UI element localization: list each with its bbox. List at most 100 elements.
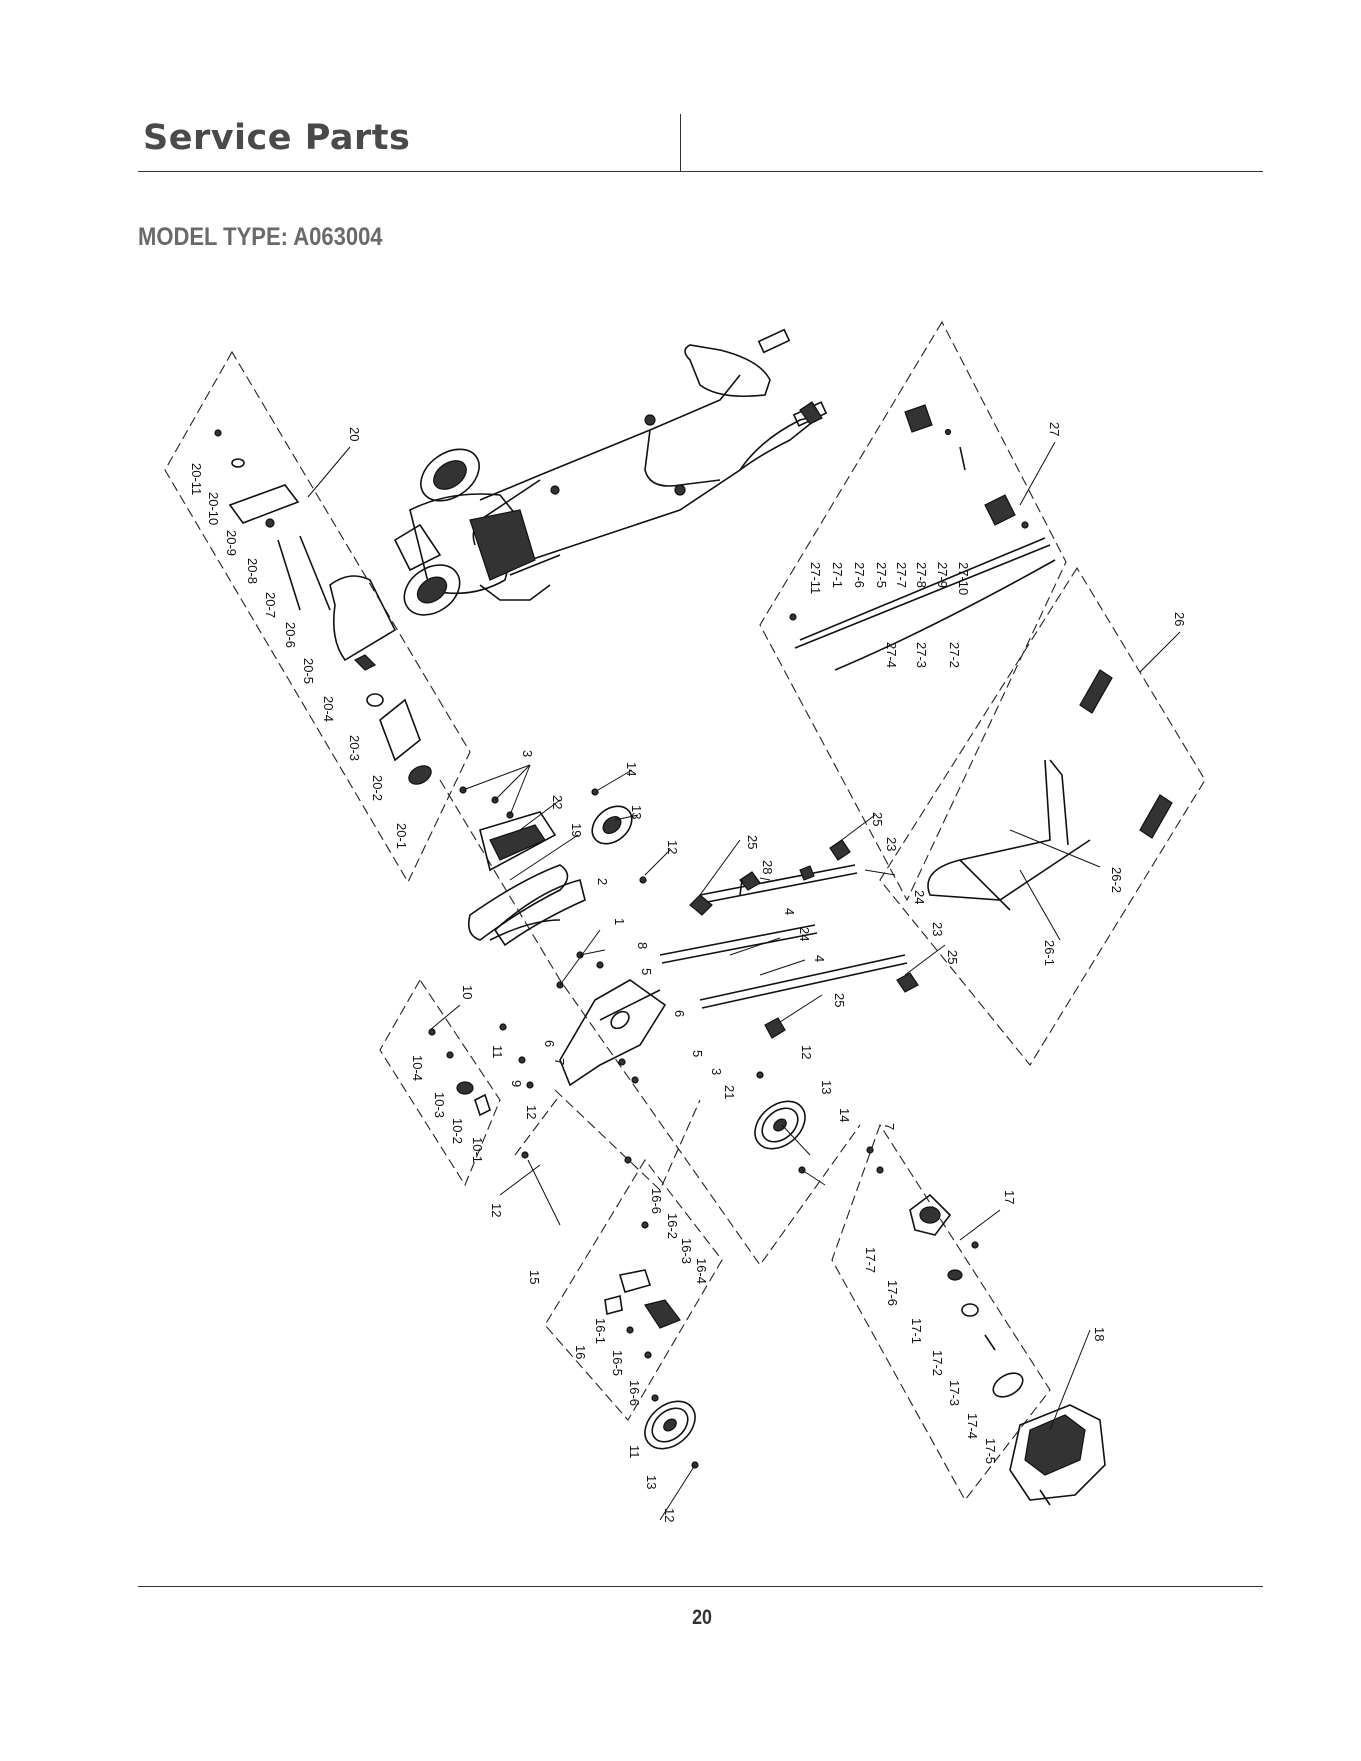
callout-16-2: 16-2 [665, 1213, 680, 1239]
group-26-parts [927, 669, 1173, 911]
callout-13: 13 [629, 805, 644, 819]
handle-tube-parts [659, 839, 919, 1039]
leader-lines [307, 441, 1181, 1521]
callout-8: 8 [635, 942, 650, 949]
callout-14: 14 [624, 762, 639, 776]
group-17-outline [831, 1123, 1051, 1501]
callout-20-6: 20-6 [283, 622, 298, 648]
callout-10-3: 10-3 [432, 1092, 447, 1118]
callout-1: 1 [612, 918, 627, 925]
callout-27-10: 27-10 [956, 562, 971, 595]
callout-20: 20 [347, 427, 362, 441]
callout-16-6: 16-6 [649, 1188, 664, 1214]
callout-2: 2 [595, 878, 610, 885]
callout-17-3: 17-3 [947, 1380, 962, 1406]
callout-24: 24 [912, 890, 927, 904]
callout-15: 15 [527, 1270, 542, 1284]
callout-23: 23 [884, 837, 899, 851]
callout-25: 25 [870, 812, 885, 826]
callout-27-1: 27-1 [830, 562, 845, 588]
page-title: Service Parts [143, 118, 411, 158]
callout-12: 12 [665, 840, 680, 854]
frame-explode-lines-2 [554, 1089, 701, 1191]
callout-27-7: 27-7 [894, 562, 909, 588]
callout-25: 25 [745, 835, 760, 849]
group-27-parts [789, 404, 1056, 671]
engine-part-18 [1009, 1404, 1106, 1506]
callout-20-10: 20-10 [206, 492, 221, 525]
callout-20-1: 20-1 [394, 823, 409, 849]
callout-17: 17 [1002, 1190, 1017, 1204]
header-rule [138, 171, 1263, 172]
callout-20-11: 20-11 [189, 463, 204, 495]
group-16-outline [544, 1159, 723, 1421]
callout-5: 5 [690, 1050, 705, 1057]
callout-27-5: 27-5 [874, 562, 889, 588]
callout-12: 12 [489, 1203, 504, 1217]
callout-26-1: 26-1 [1042, 940, 1057, 966]
callout-28: 28 [760, 860, 775, 874]
frame-and-belt-parts [459, 786, 667, 1164]
callout-19: 19 [569, 823, 584, 837]
page-number: 20 [692, 1606, 712, 1629]
callout-27-2: 27-2 [947, 642, 962, 668]
callout-6: 6 [672, 1010, 687, 1017]
callout-27-11: 27-11 [808, 562, 823, 594]
callout-16: 16 [573, 1345, 588, 1359]
callout-14: 14 [837, 1108, 852, 1122]
group-17-parts [866, 1146, 1024, 1398]
callout-27-9: 27-9 [935, 562, 950, 588]
footer-rule [138, 1586, 1263, 1587]
callout-20-5: 20-5 [301, 658, 316, 684]
callout-10-4: 10-4 [410, 1055, 425, 1081]
callout-16-6: 16-6 [627, 1380, 642, 1406]
callout-7: 7 [552, 1058, 567, 1065]
callout-11: 11 [490, 1045, 505, 1059]
callout-23: 23 [930, 922, 945, 936]
callout-20-7: 20-7 [263, 592, 278, 618]
callout-11: 11 [627, 1445, 642, 1459]
header-divider [680, 114, 681, 172]
callout-4: 4 [812, 955, 827, 962]
callout-10-2: 10-2 [450, 1118, 465, 1144]
group-20-parts [214, 429, 432, 785]
callout-22: 22 [550, 795, 565, 809]
callout-3: 3 [520, 750, 535, 757]
callout-17-1: 17-1 [909, 1318, 924, 1344]
callout-20-8: 20-8 [245, 558, 260, 584]
callout-13: 13 [644, 1475, 659, 1489]
callout-12: 12 [662, 1508, 677, 1522]
callout-17-4: 17-4 [965, 1413, 980, 1439]
callout-17-2: 17-2 [930, 1350, 945, 1376]
callout-7: 7 [882, 1123, 897, 1130]
callout-17-5: 17-5 [983, 1438, 998, 1464]
callout-5: 5 [639, 968, 654, 975]
group-20-outline [164, 350, 471, 884]
callout-16-4: 16-4 [694, 1258, 709, 1284]
callout-27-3: 27-3 [914, 642, 929, 668]
callout-13: 13 [819, 1080, 834, 1094]
callout-20-3: 20-3 [347, 735, 362, 761]
callout-16-1: 16-1 [593, 1318, 608, 1344]
tiller-assembly-drawing [393, 328, 828, 616]
group-10-outline [379, 978, 501, 1187]
group-10-parts [428, 1023, 534, 1159]
callout-20-4: 20-4 [321, 696, 336, 722]
model-type-label: MODEL TYPE: A063004 [138, 223, 383, 251]
callout-27-4: 27-4 [884, 642, 899, 668]
callout-27-8: 27-8 [914, 562, 929, 588]
callout-12: 12 [524, 1105, 539, 1119]
group-16-parts [604, 1221, 681, 1359]
callout-18: 18 [1092, 1327, 1107, 1341]
callout-26: 26 [1172, 612, 1187, 626]
group-27-outline [759, 320, 1067, 902]
callout-20-2: 20-2 [370, 775, 385, 801]
callout-27: 27 [1047, 422, 1062, 436]
callout-27-6: 27-6 [852, 562, 867, 588]
callout-25: 25 [832, 993, 847, 1007]
callout-10: 10 [460, 985, 475, 999]
wheel-parts [644, 1071, 806, 1469]
frame-explode-lines-3 [514, 1094, 561, 1156]
callout-16-5: 16-5 [610, 1350, 625, 1376]
